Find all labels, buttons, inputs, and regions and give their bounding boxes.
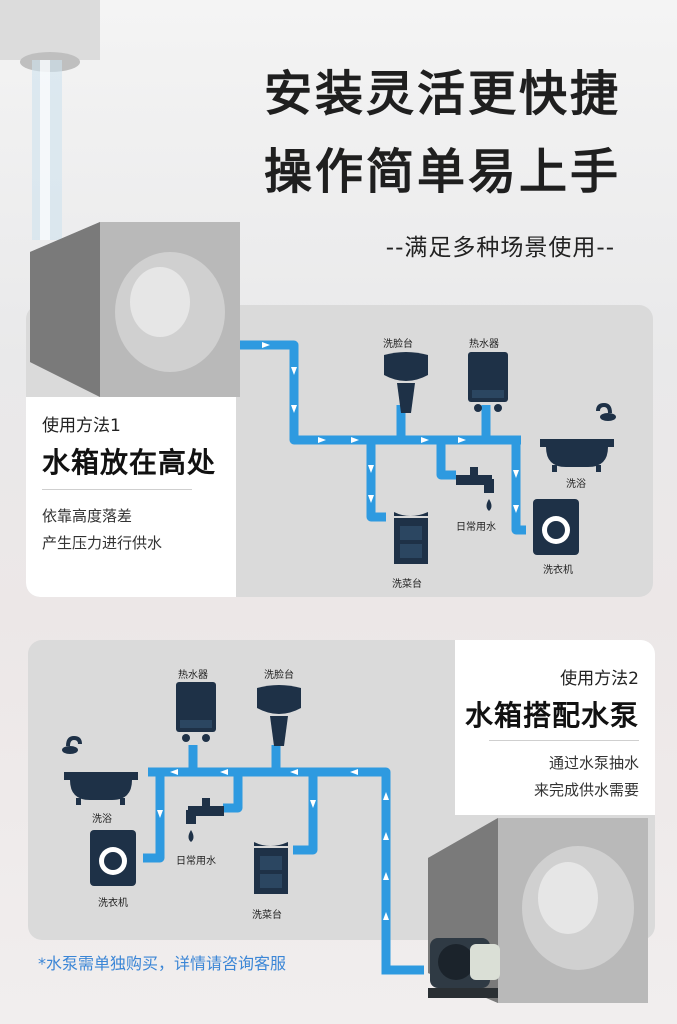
method2-label-sink: 洗菜台 [252,910,282,921]
method2-label-bathtub: 洗浴 [92,814,112,825]
method2-title: 水箱搭配水泵 [464,699,639,732]
method1-divider [42,489,192,490]
sink-cabinet-icon [394,512,428,564]
tap-icon [186,798,224,842]
method2-pipe-network [143,745,391,940]
method1-label-bathtub: 洗浴 [566,479,586,490]
washbasin-icon [257,685,301,746]
method1-label-washbasin: 洗脸台 [383,339,413,350]
method1-info-panel: 使用方法1 水箱放在高处 依靠高度落差 产生压力进行供水 [26,397,236,597]
method1-label: 使用方法1 [42,416,121,436]
method2-label-water-heater: 热水器 [178,670,208,681]
method2-info-panel: 使用方法2 水箱搭配水泵 通过水泵抽水 来完成供水需要 [455,640,655,815]
method1-label-water-heater: 热水器 [469,339,499,350]
washing-machine-icon [90,830,136,886]
tap-icon [456,467,494,511]
method2-label-daily-water: 日常用水 [176,856,216,867]
method2-desc-2: 来完成供水需要 [533,781,639,799]
method1-title: 水箱放在高处 [42,446,217,479]
washing-machine-icon [533,499,579,555]
water-pump [428,938,500,998]
washbasin-icon [384,352,428,413]
bathtub-icon [62,736,138,805]
method1-label-daily-water: 日常用水 [456,522,496,533]
method2-desc-1: 通过水泵抽水 [548,754,639,772]
method1-desc-2: 产生压力进行供水 [42,534,163,552]
water-heater-icon [468,352,508,412]
method1-label-sink: 洗菜台 [392,579,422,590]
sink-cabinet-icon [254,842,288,894]
headline-line-2: 操作简单易上手 [263,144,621,200]
pump-inlet-pipe [381,940,424,975]
headline-line-1: 安装灵活更快捷 [263,66,621,122]
subtitle: --满足多种场景使用-- [385,235,615,261]
method1-label-washing-machine: 洗衣机 [543,565,573,576]
water-heater-icon [176,682,216,742]
faucet-decoration [0,0,100,240]
pump-purchase-note: *水泵需单独购买，详情请咨询客服 [38,954,287,973]
water-tank-1 [30,222,240,397]
method2-label-washing-machine: 洗衣机 [98,898,128,909]
method2-label: 使用方法2 [560,669,639,689]
method2-divider [489,740,639,741]
bathtub-icon [540,403,616,472]
method1-desc-1: 依靠高度落差 [42,507,133,525]
method2-label-washbasin: 洗脸台 [264,670,294,681]
